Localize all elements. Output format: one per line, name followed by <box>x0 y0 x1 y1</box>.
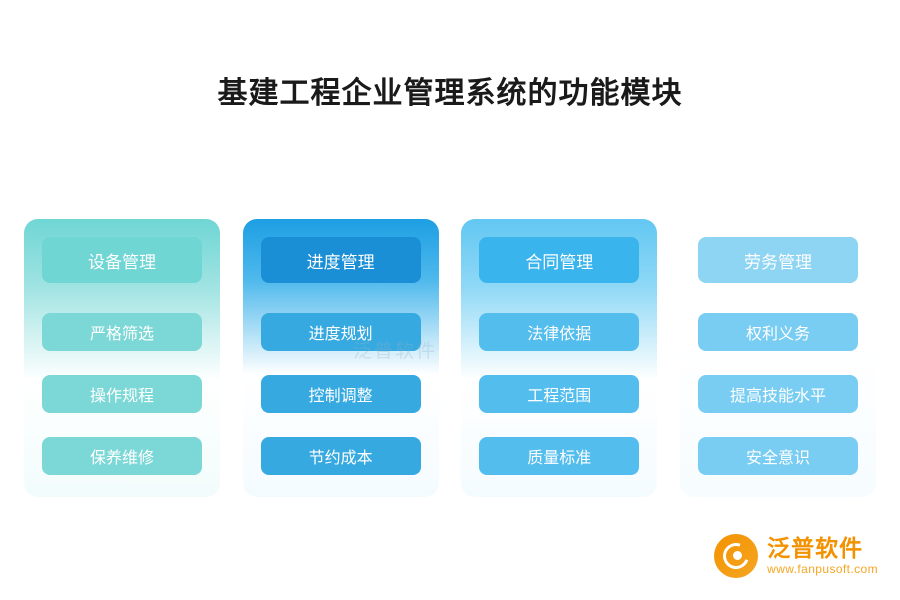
module-item: 严格筛选 <box>42 313 202 351</box>
module-header-progress: 进度管理 <box>260 237 421 283</box>
module-item: 操作规程 <box>42 375 202 413</box>
logo-swirl-icon <box>714 534 759 578</box>
module-item: 安全意识 <box>697 437 858 475</box>
module-item: 质量标准 <box>479 437 640 475</box>
module-column-labor: 劳务管理 权利义务 提高技能水平 安全意识 <box>679 219 876 497</box>
module-item: 保养维修 <box>42 437 202 475</box>
module-header-labor: 劳务管理 <box>697 237 858 283</box>
module-item: 进度规划 <box>260 313 421 351</box>
logo-url: www.fanpusoft.com <box>767 562 878 577</box>
module-item: 法律依据 <box>479 313 640 351</box>
logo-text: 泛普软件 www.fanpusoft.com <box>767 536 878 576</box>
logo-name: 泛普软件 <box>767 534 864 561</box>
module-item: 权利义务 <box>697 313 858 351</box>
module-item: 工程范围 <box>479 375 640 413</box>
page-title: 基建工程企业管理系统的功能模块 <box>217 77 683 110</box>
module-item: 提高技能水平 <box>697 375 858 413</box>
module-item: 节约成本 <box>260 437 421 475</box>
module-columns: 设备管理 严格筛选 操作规程 保养维修 进度管理 进度规划 控制调整 节约成本 … <box>24 219 876 497</box>
module-header-contract: 合同管理 <box>479 237 640 283</box>
module-column-progress: 进度管理 进度规划 控制调整 节约成本 <box>242 219 439 497</box>
brand-logo: 泛普软件 www.fanpusoft.com <box>714 534 878 578</box>
module-column-equipment: 设备管理 严格筛选 操作规程 保养维修 <box>24 219 220 497</box>
module-header-equipment: 设备管理 <box>42 237 202 283</box>
module-item: 控制调整 <box>260 375 421 413</box>
module-column-contract: 合同管理 法律依据 工程范围 质量标准 <box>461 219 658 497</box>
